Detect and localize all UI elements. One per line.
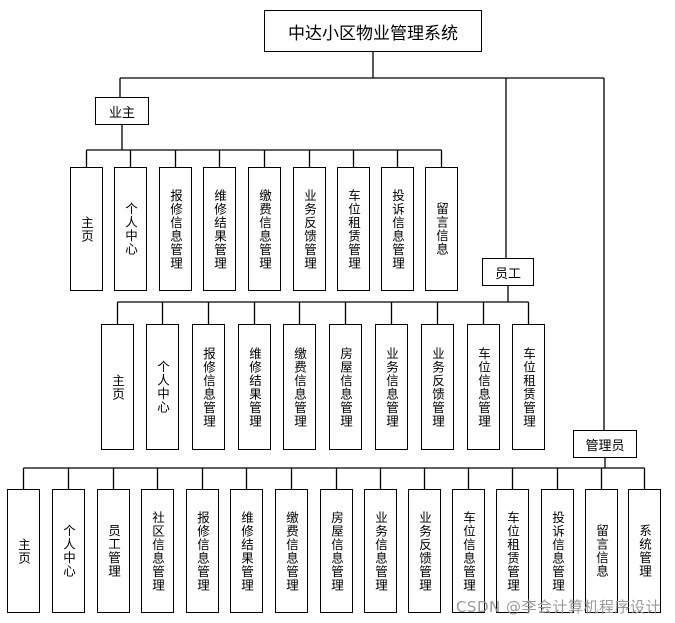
leaf-box: 车位租赁管理: [496, 489, 529, 613]
leaf-box: 报修信息管理: [159, 167, 192, 291]
leaf-box: 投诉信息管理: [381, 167, 414, 291]
leaf-box: 个人中心: [52, 489, 85, 613]
leaf-box: 报修信息管理: [192, 324, 225, 450]
leaf-box: 员工管理: [97, 489, 130, 613]
leaf-box: 维修结果管理: [203, 167, 236, 291]
system-title: 中达小区物业管理系统: [264, 10, 482, 52]
leaf-box: 缴费信息管理: [275, 489, 308, 613]
leaf-box: 车位信息管理: [467, 324, 500, 450]
leaf-box: 个人中心: [114, 167, 147, 291]
leaf-box: 维修结果管理: [230, 489, 263, 613]
leaf-box: 系统管理: [628, 489, 661, 613]
leaf-box: 业务反馈管理: [293, 167, 326, 291]
leaf-box: 车位租赁管理: [337, 167, 370, 291]
leaf-box: 业务反馈管理: [408, 489, 441, 613]
role-box-0: 业主: [95, 97, 149, 125]
leaf-box: 留言信息: [425, 167, 458, 291]
leaf-box: 缴费信息管理: [283, 324, 316, 450]
leaf-box: 业务反馈管理: [421, 324, 454, 450]
role-box-2: 管理员: [573, 430, 637, 458]
leaf-box: 业务信息管理: [364, 489, 397, 613]
role-box-1: 员工: [482, 258, 534, 286]
leaf-box: 主页: [70, 167, 103, 291]
leaf-box: 投诉信息管理: [541, 489, 574, 613]
leaf-box: 房屋信息管理: [329, 324, 362, 450]
leaf-box: 房屋信息管理: [320, 489, 353, 613]
leaf-box: 社区信息管理: [141, 489, 174, 613]
leaf-box: 业务信息管理: [375, 324, 408, 450]
leaf-box: 车位信息管理: [452, 489, 485, 613]
leaf-box: 主页: [101, 324, 134, 450]
leaf-box: 个人中心: [146, 324, 179, 450]
leaf-box: 维修结果管理: [238, 324, 271, 450]
leaf-box: 主页: [7, 489, 40, 613]
watermark: CSDN @李会计算机程序设计: [455, 598, 661, 616]
leaf-box: 报修信息管理: [186, 489, 219, 613]
leaf-box: 车位租赁管理: [512, 324, 545, 450]
leaf-box: 缴费信息管理: [248, 167, 281, 291]
leaf-box: 留言信息: [585, 489, 618, 613]
